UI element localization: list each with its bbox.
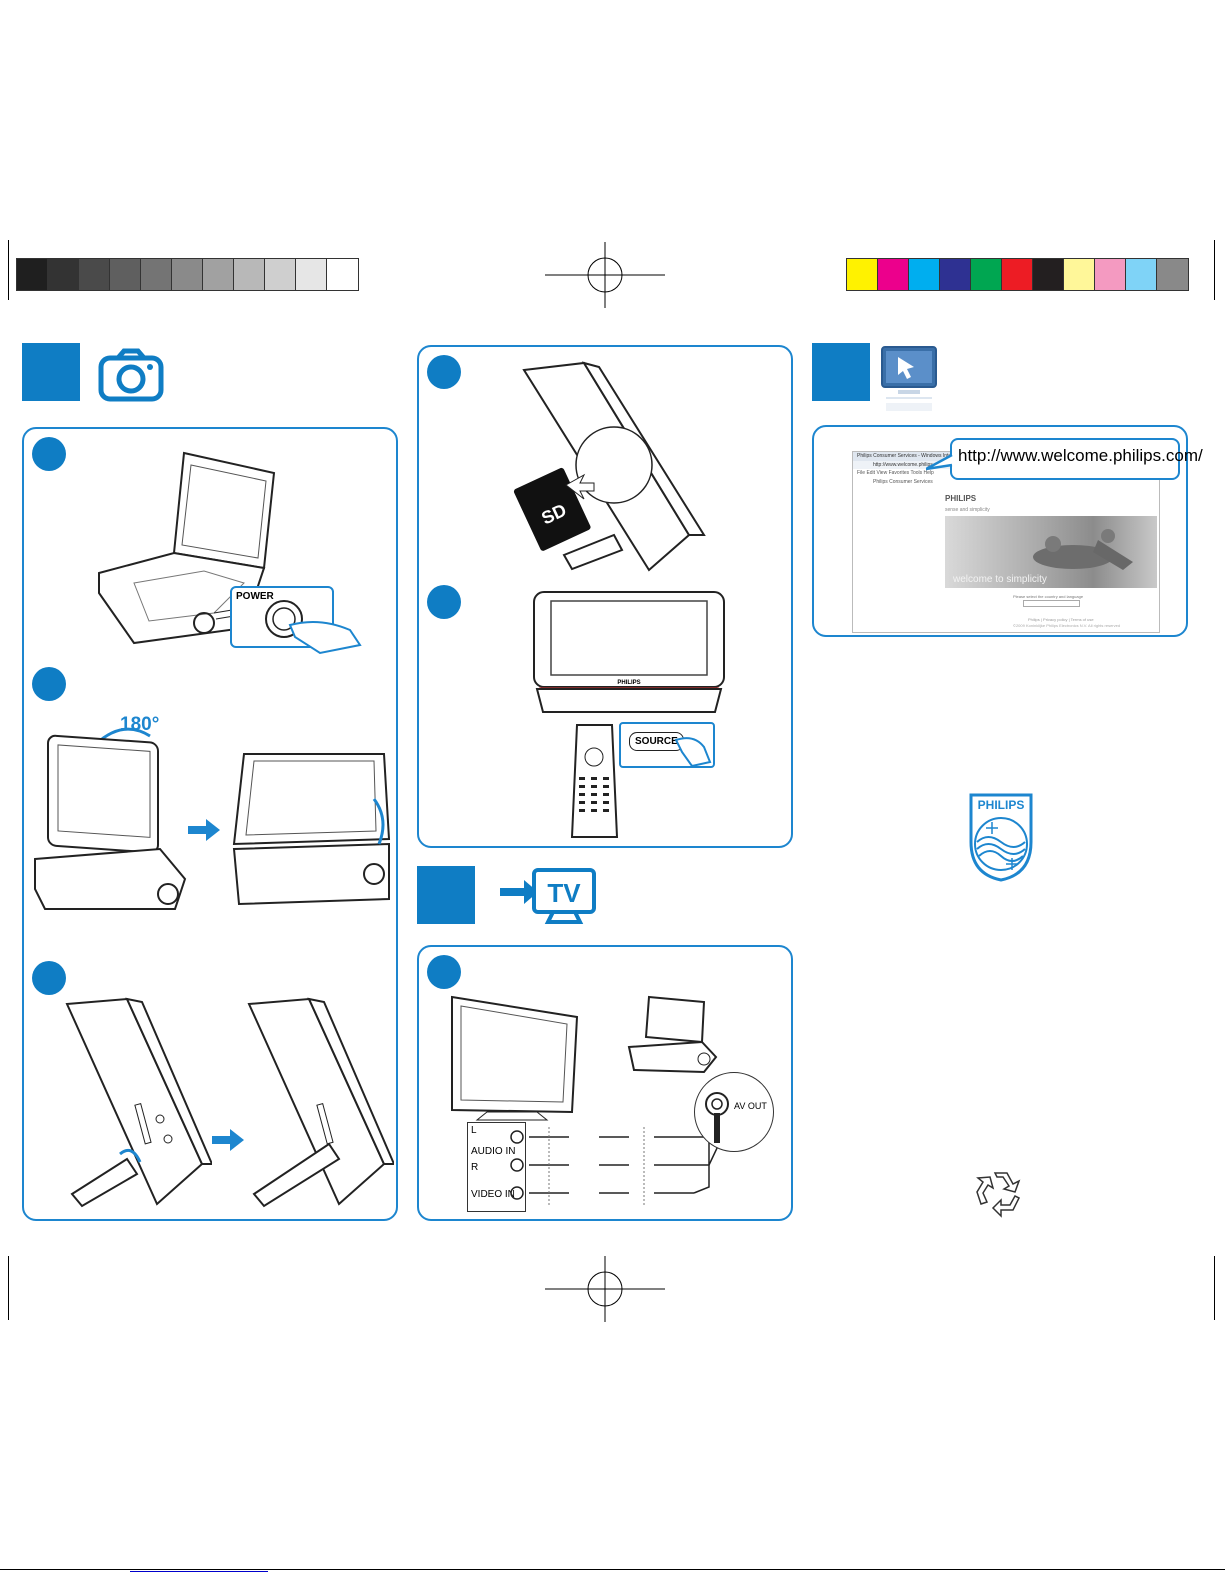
monitor-cursor-icon xyxy=(881,346,937,411)
online-panel: Philips Consumer Services - Windows Inte… xyxy=(812,425,1203,637)
crop-mark-bottom-right-vertical xyxy=(1214,1256,1215,1320)
player-brand: PHILIPS xyxy=(617,680,640,686)
process-color-bar xyxy=(846,258,1189,291)
browser-address: http://www.welcome.philips.com xyxy=(873,462,944,468)
process-color-swatch xyxy=(1033,259,1064,290)
hero-figures xyxy=(1033,529,1133,570)
url-callout-pointer xyxy=(926,455,953,471)
grey-swatch xyxy=(234,259,265,290)
grey-color-bar xyxy=(16,258,359,291)
grey-swatch xyxy=(327,259,358,290)
process-color-swatch xyxy=(1064,259,1095,290)
grey-swatch xyxy=(79,259,110,290)
browser-title: Philips Consumer Services - Windows Inte… xyxy=(857,453,980,459)
rotate-label: 180° xyxy=(120,714,160,735)
site-brand: PHILIPS xyxy=(945,494,977,503)
player-open-illustration xyxy=(98,451,276,645)
hero-text: welcome to simplicity xyxy=(953,574,1047,585)
process-color-swatch xyxy=(940,259,971,290)
video-in-label: VIDEO IN xyxy=(471,1189,515,1200)
footer-copyright: ©2009 Koninklijke Philips Electronics N.… xyxy=(1013,623,1121,628)
av-out-jack xyxy=(705,1092,729,1143)
tv-connection-panel: L AUDIO IN R VIDEO IN AV OUT xyxy=(417,945,793,1221)
audio-in-label: AUDIO IN xyxy=(471,1146,516,1157)
country-select[interactable] xyxy=(1023,600,1080,607)
step-6-marker xyxy=(427,955,461,989)
remote-control-illustration xyxy=(570,724,619,838)
process-color-swatch xyxy=(1157,259,1188,290)
tv-input-panel xyxy=(467,1122,526,1212)
registration-url[interactable]: http://www.welcome.philips.com/ xyxy=(958,446,1203,465)
player-front-illustration: PHILIPS xyxy=(533,591,725,713)
country-prompt: Please select the country and language xyxy=(1013,594,1084,599)
footer-links: Philips | Privacy policy | Terms of use xyxy=(1028,617,1094,622)
sd-card-insert-illustration: SD xyxy=(513,361,706,572)
power-button-hand xyxy=(265,600,362,655)
philips-logo-text: PHILIPS xyxy=(978,798,1025,812)
process-color-swatch xyxy=(1002,259,1033,290)
av-out-label: AV OUT xyxy=(734,1101,767,1111)
player-stand-closed-illustration xyxy=(65,997,212,1208)
audio-left-label: L xyxy=(471,1125,477,1136)
section-marker-setup xyxy=(22,343,80,401)
philips-shield-logo: PHILIPS xyxy=(969,793,1033,882)
setup-panel: POWER 180° xyxy=(22,427,398,1221)
camera-icon xyxy=(98,348,164,402)
site-subline: sense and simplicity xyxy=(945,507,990,513)
av-out-callout xyxy=(694,1072,774,1152)
process-color-swatch xyxy=(909,259,940,290)
step-1-marker xyxy=(32,437,66,471)
tv-label: TV xyxy=(547,878,581,908)
pressing-hand xyxy=(674,737,712,768)
grey-swatch xyxy=(110,259,141,290)
step-2-marker xyxy=(32,667,66,701)
browser-window: Philips Consumer Services - Windows Inte… xyxy=(852,451,1160,633)
grey-swatch xyxy=(141,259,172,290)
grey-swatch xyxy=(172,259,203,290)
transition-arrow-2 xyxy=(212,1129,244,1151)
registration-mark-bottom xyxy=(545,1256,665,1322)
crop-mark-bottom-left-vertical xyxy=(8,1256,9,1320)
registration-mark-top xyxy=(545,242,665,308)
browser-tab: Philips Consumer Services xyxy=(873,479,933,485)
grey-swatch xyxy=(48,259,79,290)
transition-arrow-1 xyxy=(188,819,220,841)
portable-player-small-illustration xyxy=(627,995,718,1074)
crop-mark-top-left-vertical xyxy=(8,240,9,300)
player-rotating-illustration xyxy=(34,734,187,910)
browser-menu: File Edit View Favorites Tools Help xyxy=(857,470,934,476)
section-marker-tv xyxy=(417,866,475,924)
process-color-swatch xyxy=(878,259,909,290)
process-color-swatch xyxy=(1095,259,1126,290)
television-illustration xyxy=(451,995,579,1121)
playback-panel: SD PHILIPS SOURCE xyxy=(417,345,793,848)
recycle-icon xyxy=(976,1172,1021,1218)
step-5-marker xyxy=(427,585,461,619)
grey-swatch xyxy=(296,259,327,290)
process-color-swatch xyxy=(971,259,1002,290)
tv-icon: TV xyxy=(500,868,596,924)
process-color-swatch xyxy=(1126,259,1157,290)
section-marker-online xyxy=(812,343,870,401)
page-bottom-rule xyxy=(0,1569,1225,1570)
step-3-marker xyxy=(32,961,66,995)
grey-swatch xyxy=(203,259,234,290)
av-cable-illustration xyxy=(510,1127,728,1207)
power-label: POWER xyxy=(236,591,274,602)
grey-swatch xyxy=(17,259,48,290)
page-bottom-link-underline xyxy=(130,1571,268,1572)
player-stand-open-illustration xyxy=(247,997,394,1208)
step-4-marker xyxy=(427,355,461,389)
audio-right-label: R xyxy=(471,1162,479,1173)
grey-swatch xyxy=(265,259,296,290)
player-tablet-mode-illustration xyxy=(232,753,391,906)
process-color-swatch xyxy=(847,259,878,290)
url-callout xyxy=(950,438,1180,480)
crop-mark-top-right-vertical xyxy=(1214,240,1215,300)
